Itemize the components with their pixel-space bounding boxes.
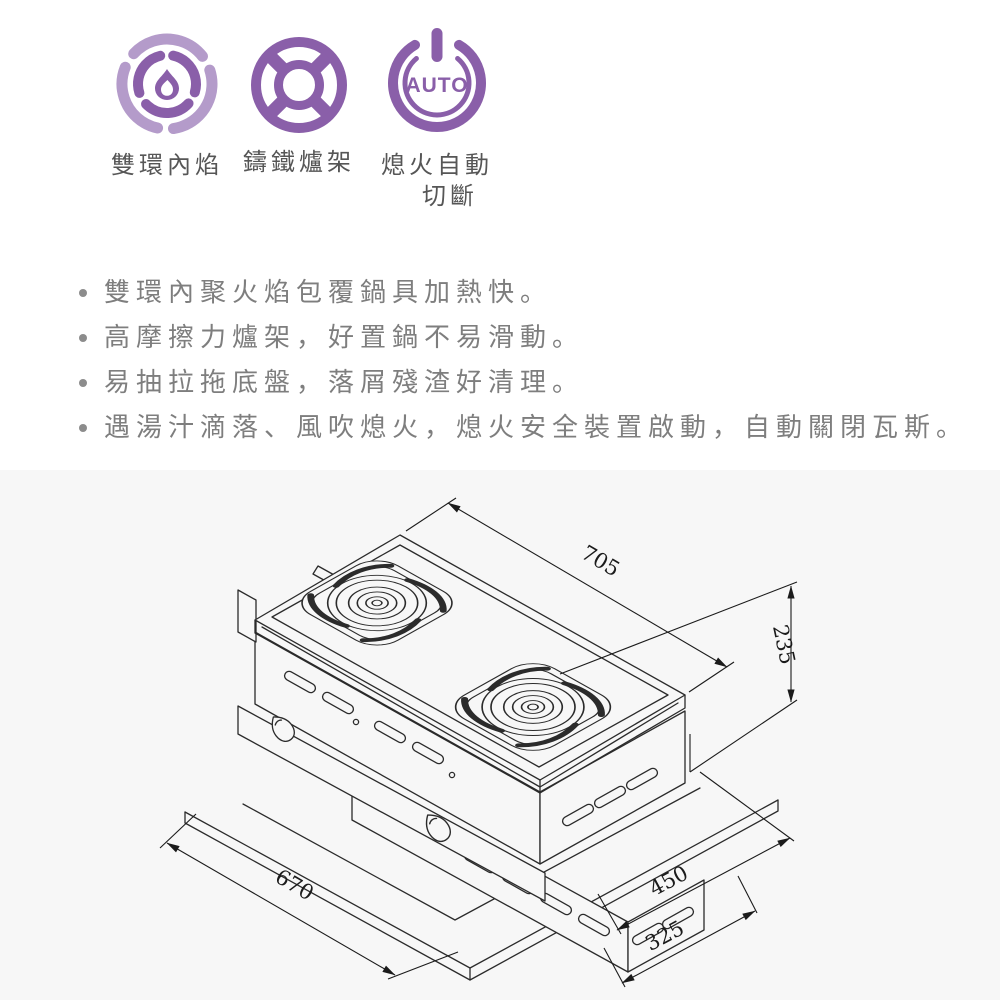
drip-tray-band [237,705,546,902]
stove-body-lines [184,534,779,981]
dim-bottom-left-label: 670 [271,864,318,905]
side-bracket [237,589,257,643]
feature-double-ring-inner-flame: 雙環內焰 [108,28,226,212]
bullet-item: 雙環內聚火焰包覆鍋具加熱快。 [76,270,968,315]
dim-right-height-label: 235 [768,622,800,666]
bullet-item: 易抽拉拖底盤，落屑殘渣好清理。 [76,360,968,405]
auto-power-icon: AUTO [388,28,486,132]
bullet-item: 高摩擦力爐架，好置鍋不易滑動。 [76,315,968,360]
feature-cast-iron-trivet: 鑄鐵爐架 [240,28,358,212]
feature-label-double-ring: 雙環內焰 [111,152,223,179]
feature-icons-row: 雙環內焰 鑄鐵爐架 A [108,28,502,212]
power-bar [431,28,443,62]
body-right-face [539,710,686,865]
stove-isometric-drawing: 705 235 670 450 325 [159,497,800,988]
auto-badge: AUTO [405,74,468,97]
feature-label-trivet: 鑄鐵爐架 [243,149,355,176]
double-ring-flame-icon [116,33,218,135]
feature-auto-cutoff: AUTO 熄火自動 切斷 [372,28,502,212]
feature-label-auto-cutoff: 熄火自動 切斷 [381,152,493,210]
flame-glyph [155,69,179,100]
screw-dot [352,718,360,726]
counter-cutout-edge [242,787,701,921]
feature-bullet-list: 雙環內聚火焰包覆鍋具加熱快。 高摩擦力爐架，好置鍋不易滑動。 易抽拉拖底盤，落屑… [76,270,968,450]
dimension-diagram-panel: 705 235 670 450 325 [0,470,1000,1000]
screw-dot [448,771,456,779]
dim-top-edge-label: 705 [577,540,624,581]
bullet-item: 遇湯汁滴落、風吹熄火，熄火安全裝置啟動，自動關閉瓦斯。 [76,405,968,450]
cast-iron-trivet-icon [251,37,347,133]
dimension-lines [159,497,798,988]
